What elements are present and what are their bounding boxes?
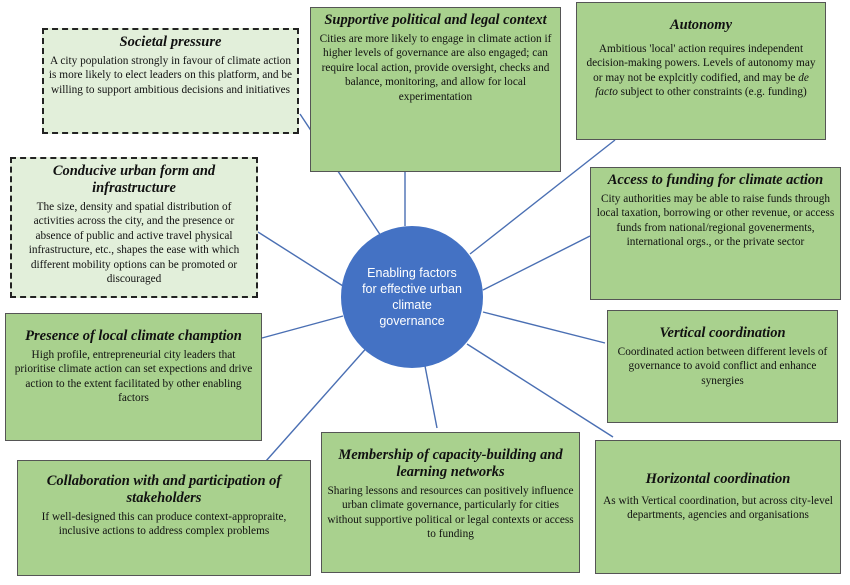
connector-horizontal	[466, 343, 614, 438]
factor-title: Presence of local climate chamption	[25, 328, 242, 344]
factor-urban-form: Conducive urban form and infrastructure …	[10, 157, 258, 298]
factor-political-context: Supportive political and legal context C…	[310, 7, 561, 172]
factor-horizontal: Horizontal coordination As with Vertical…	[595, 440, 841, 574]
connector-networks	[424, 365, 438, 429]
factor-description: Ambitious 'local' action requires indepe…	[586, 43, 816, 99]
factor-title: Collaboration with and participation of …	[46, 473, 282, 506]
factor-title: Membership of capacity-building and lear…	[338, 447, 563, 480]
factor-description: As with Vertical coordination, but acros…	[603, 495, 833, 522]
factor-title: Access to funding for climate action	[607, 172, 824, 188]
factor-title: Horizontal coordination	[645, 471, 791, 487]
factor-title: Societal pressure	[119, 34, 222, 50]
factor-stakeholders: Collaboration with and participation of …	[17, 460, 311, 576]
factor-description: Cities are more likely to engage in clim…	[319, 33, 552, 103]
central-hub: Enabling factors for effective urban cli…	[341, 226, 483, 368]
factor-title: Conducive urban form and infrastructure	[52, 163, 216, 196]
factor-vertical: Vertical coordination Coordinated action…	[607, 310, 838, 423]
factor-description: City authorities may be able to raise fu…	[596, 193, 835, 249]
factor-description: Sharing lessons and resources can positi…	[327, 485, 574, 541]
connector-vertical	[482, 311, 606, 344]
factor-description: Coordinated action between different lev…	[617, 346, 828, 387]
factor-title: Autonomy	[669, 17, 733, 33]
factor-title: Supportive political and legal context	[324, 12, 547, 28]
factor-description: If well-designed this can produce contex…	[41, 511, 287, 538]
factor-description: High profile, entrepreneurial city leade…	[14, 349, 253, 405]
factor-climate-champion: Presence of local climate chamption High…	[5, 313, 262, 441]
factor-networks: Membership of capacity-building and lear…	[321, 432, 580, 573]
factor-autonomy: Autonomy Ambitious 'local' action requir…	[576, 2, 826, 140]
connector-funding	[482, 235, 591, 291]
connector-climate-champion	[261, 315, 344, 339]
factor-description: A city population strongly in favour of …	[48, 55, 293, 96]
factor-title: Vertical coordination	[659, 325, 786, 341]
connector-stakeholders	[257, 343, 371, 471]
connector-urban-form	[257, 231, 344, 287]
factor-description: The size, density and spatial distributi…	[28, 201, 240, 286]
central-hub-label: Enabling factors for effective urban cli…	[362, 266, 462, 328]
factor-societal-pressure: Societal pressure A city population stro…	[42, 28, 299, 134]
connector-autonomy	[469, 139, 616, 255]
factor-funding: Access to funding for climate action Cit…	[590, 167, 841, 300]
